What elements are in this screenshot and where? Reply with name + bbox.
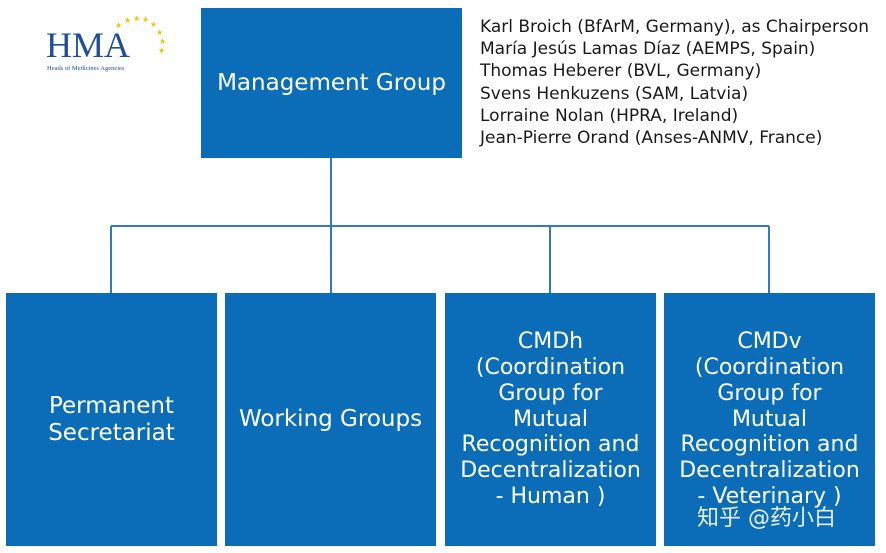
cmdv-box: CMDv (Coordination Group for Mutual Reco… bbox=[664, 293, 875, 546]
svg-text:★: ★ bbox=[158, 46, 165, 55]
hma-logo: ★ ★ ★ ★ ★ ★ ★ ★ HMA Heads of Medicines A… bbox=[40, 10, 170, 78]
svg-text:★: ★ bbox=[159, 37, 166, 46]
cmdv-label: CMDv (Coordination Group for Mutual Reco… bbox=[679, 329, 860, 509]
cmdh-box: CMDh (Coordination Group for Mutual Reco… bbox=[445, 293, 656, 546]
watermark-text: 知乎 @药小白 bbox=[697, 506, 836, 531]
svg-text:★: ★ bbox=[115, 21, 122, 30]
cmdh-label: CMDh (Coordination Group for Mutual Reco… bbox=[460, 329, 641, 509]
logo-subtitle: Heads of Medicines Agencies bbox=[47, 65, 125, 72]
management-group-label: Management Group bbox=[217, 69, 446, 96]
working-groups-label: Working Groups bbox=[238, 406, 423, 433]
star-icons: ★ ★ ★ ★ ★ ★ ★ ★ bbox=[115, 14, 166, 55]
svg-text:★: ★ bbox=[156, 28, 163, 37]
permanent-secretariat-box: Permanent Secretariat bbox=[6, 293, 217, 546]
svg-text:★: ★ bbox=[133, 14, 140, 23]
permanent-secretariat-label: Permanent Secretariat bbox=[48, 392, 175, 446]
member-item: Svens Henkuzens (SAM, Latvia) bbox=[480, 83, 749, 104]
member-item: Thomas Heberer (BVL, Germany) bbox=[480, 61, 762, 82]
management-group-box: Management Group bbox=[201, 8, 462, 158]
working-groups-box: Working Groups bbox=[225, 293, 436, 546]
member-item: Karl Broich (BfArM, Germany), as Chairpe… bbox=[480, 17, 869, 37]
svg-text:★: ★ bbox=[150, 20, 157, 29]
member-item: Jean-Pierre Orand (Anses-ANMV, France) bbox=[480, 128, 823, 149]
svg-text:★: ★ bbox=[124, 16, 131, 25]
management-members-list: Karl Broich (BfArM, Germany), as Chairpe… bbox=[480, 16, 869, 149]
logo-wordmark: HMA bbox=[46, 25, 130, 65]
hma-logo-graphic: ★ ★ ★ ★ ★ ★ ★ ★ HMA Heads of Medicines A… bbox=[46, 14, 166, 72]
member-item: Lorraine Nolan (HPRA, Ireland) bbox=[480, 105, 739, 126]
member-item: María Jesús Lamas Díaz (AEMPS, Spain) bbox=[480, 39, 816, 60]
svg-text:★: ★ bbox=[142, 15, 149, 24]
